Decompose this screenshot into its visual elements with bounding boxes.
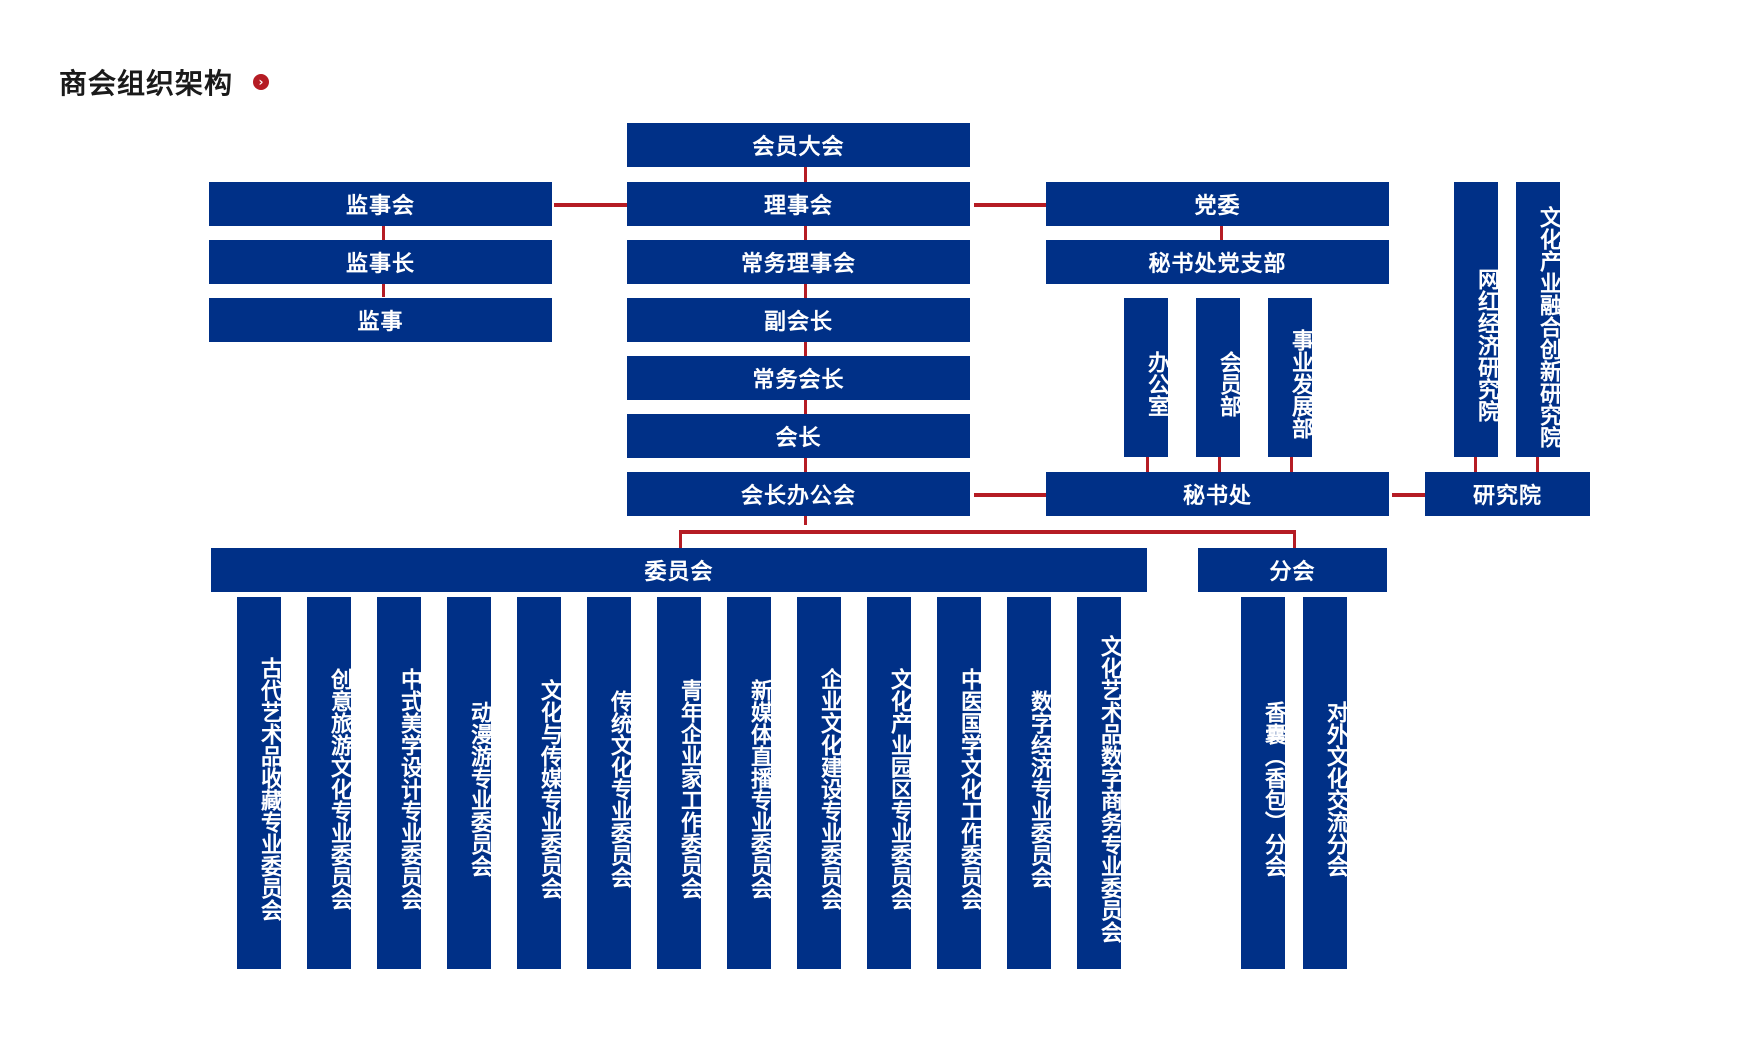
connector-bottom-horizontal xyxy=(679,530,1296,534)
node-institute-cultural-industry[interactable]: 文化产业融合创新研究院 xyxy=(1516,182,1561,457)
connector-council-supervisory xyxy=(554,203,631,207)
connector-dept-2 xyxy=(1218,456,1221,473)
connector-secretariat-research xyxy=(1392,493,1430,497)
node-committee-7[interactable]: 青年企业家工作委员会 xyxy=(657,597,702,969)
connector-to-branches xyxy=(1293,530,1296,548)
node-supervisor[interactable]: 监事 xyxy=(209,298,552,342)
node-council[interactable]: 理事会 xyxy=(627,182,970,226)
connector-dept-3 xyxy=(1290,456,1293,473)
node-committee-11[interactable]: 中医国学文化工作委员会 xyxy=(937,597,982,969)
node-party-committee[interactable]: 党委 xyxy=(1046,182,1389,226)
node-standing-council[interactable]: 常务理事会 xyxy=(627,240,970,284)
node-president-office-meeting[interactable]: 会长办公会 xyxy=(627,472,970,516)
node-committee-8[interactable]: 新媒体直播专业委员会 xyxy=(727,597,772,969)
node-committees[interactable]: 委员会 xyxy=(211,548,1147,592)
node-branch-sachet[interactable]: 香囊（香包）分会 xyxy=(1241,597,1286,969)
connector-dept-1 xyxy=(1146,456,1149,473)
page-title: 商会组织架构 xyxy=(59,67,234,100)
chevron-right-icon[interactable]: › xyxy=(253,74,269,90)
node-secretariat-party-branch[interactable]: 秘书处党支部 xyxy=(1046,240,1389,284)
node-dept-membership[interactable]: 会员部 xyxy=(1196,298,1241,457)
node-committee-9[interactable]: 企业文化建设专业委员会 xyxy=(797,597,842,969)
node-secretariat[interactable]: 秘书处 xyxy=(1046,472,1389,516)
node-research-institute[interactable]: 研究院 xyxy=(1425,472,1590,516)
node-committee-6[interactable]: 传统文化专业委员会 xyxy=(587,597,632,969)
connector-council-party xyxy=(974,203,1051,207)
node-general-assembly[interactable]: 会员大会 xyxy=(627,123,970,167)
node-committee-5[interactable]: 文化与传媒专业委员会 xyxy=(517,597,562,969)
connector-to-committees xyxy=(679,530,682,548)
node-committee-13[interactable]: 文化艺术品数字商务专业委员会 xyxy=(1077,597,1122,969)
connector-institute-2 xyxy=(1536,456,1539,473)
node-dept-office[interactable]: 办公室 xyxy=(1124,298,1169,457)
node-committee-1[interactable]: 古代艺术品收藏专业委员会 xyxy=(237,597,282,969)
node-branches[interactable]: 分会 xyxy=(1198,548,1387,592)
connector-party-vertical xyxy=(1220,225,1223,243)
node-dept-business-development[interactable]: 事业发展部 xyxy=(1268,298,1313,457)
node-committee-12[interactable]: 数字经济专业委员会 xyxy=(1007,597,1052,969)
connector-institute-1 xyxy=(1474,456,1477,473)
node-branch-cultural-exchange[interactable]: 对外文化交流分会 xyxy=(1303,597,1348,969)
node-supervisory-board[interactable]: 监事会 xyxy=(209,182,552,226)
node-president[interactable]: 会长 xyxy=(627,414,970,458)
node-chief-supervisor[interactable]: 监事长 xyxy=(209,240,552,284)
node-committee-10[interactable]: 文化产业园区专业委员会 xyxy=(867,597,912,969)
node-vice-president[interactable]: 副会长 xyxy=(627,298,970,342)
node-institute-influencer-economy[interactable]: 网红经济研究院 xyxy=(1454,182,1499,457)
node-committee-3[interactable]: 中式美学设计专业委员会 xyxy=(377,597,422,969)
connector-office-secretariat xyxy=(974,493,1051,497)
node-committee-4[interactable]: 动漫游专业委员会 xyxy=(447,597,492,969)
node-committee-2[interactable]: 创意旅游文化专业委员会 xyxy=(307,597,352,969)
node-executive-president[interactable]: 常务会长 xyxy=(627,356,970,400)
